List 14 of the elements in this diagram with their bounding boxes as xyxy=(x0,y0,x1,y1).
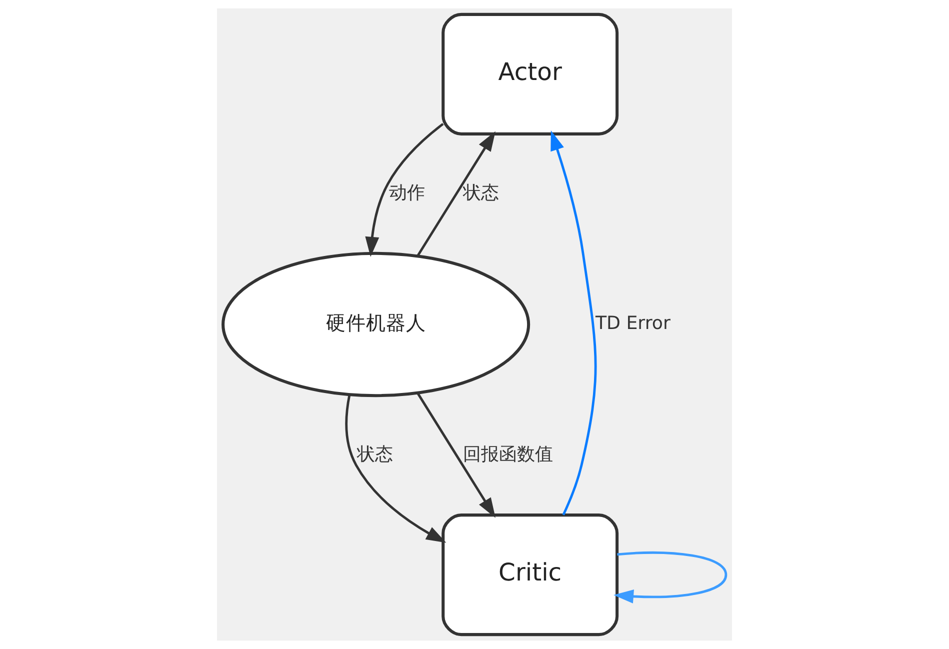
node-box: Critic xyxy=(442,514,619,636)
edge-label: TD Error xyxy=(595,313,670,334)
arrow xyxy=(416,392,496,518)
edge-label: 状态 xyxy=(462,182,499,204)
arrow xyxy=(365,123,444,257)
node-box: Actor xyxy=(442,12,619,136)
arrow xyxy=(614,552,728,604)
arrow xyxy=(345,394,446,543)
node-ellipse: 硬件机器人 xyxy=(222,252,530,398)
arrow xyxy=(550,130,597,516)
edge-label: 状态 xyxy=(357,444,394,466)
edge-label: 动作 xyxy=(388,182,425,204)
edge-label: 回报函数值 xyxy=(463,444,554,466)
arrow xyxy=(416,131,496,257)
